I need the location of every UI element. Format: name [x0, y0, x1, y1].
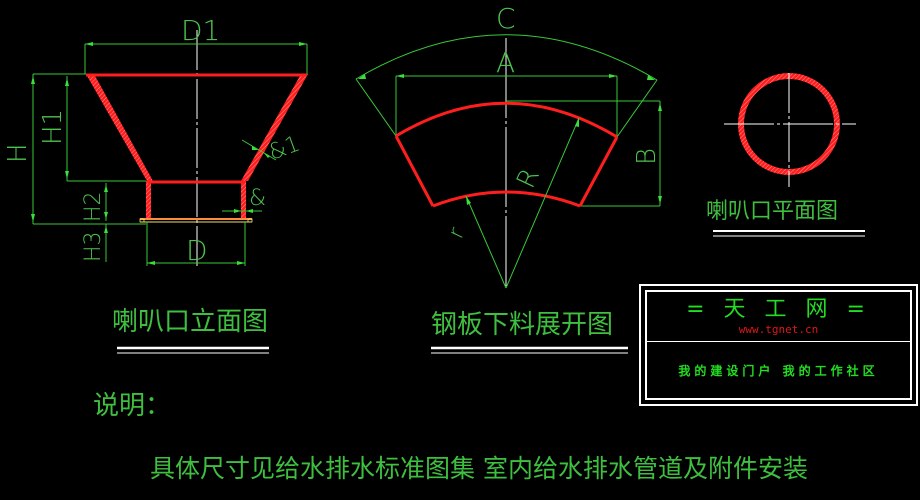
dim-C: C: [496, 2, 516, 35]
dim-thickness: &: [249, 186, 266, 211]
arc-C: [355, 34, 658, 81]
elevation-view: D1 H H1 H2 H3 D &1: [3, 14, 308, 268]
neck-wall-left: [146, 181, 151, 220]
development-title: 钢板下料展开图: [431, 310, 613, 340]
notes-label: 说明：: [93, 391, 171, 421]
outer-arc: [395, 101, 618, 139]
neck-wall-right: [241, 181, 246, 220]
notes-text: 具体尺寸见给水排水标准图集 室内给水排水管道及附件安装: [150, 454, 808, 483]
dim-H1: H1: [38, 109, 68, 145]
plan-title: 喇叭口平面图: [706, 199, 838, 224]
inner-arc: [432, 190, 581, 208]
dim-R: R: [511, 164, 546, 193]
logo-slogan: 我的建设门户 我的工作社区: [678, 364, 879, 378]
dim-A: A: [496, 46, 515, 79]
logo-url[interactable]: www.tgnet.cn: [738, 323, 819, 336]
dim-D: D: [186, 234, 208, 267]
cone-wall-left: [86, 74, 153, 181]
logo-block: = 天 工 网 = www.tgnet.cn 我的建设门户 我的工作社区: [639, 284, 918, 406]
dim-r: r: [444, 223, 471, 243]
dim-H3: H3: [81, 231, 106, 262]
dim-D1: D1: [181, 14, 220, 47]
plan-view: [724, 73, 856, 187]
dim-H2: H2: [81, 191, 106, 222]
elevation-title: 喇叭口立面图: [112, 307, 268, 337]
development-view: C A B R r: [355, 2, 662, 289]
dim-B: B: [632, 148, 662, 165]
logo-title: = 天 工 网 =: [686, 297, 871, 322]
dim-H: H: [3, 143, 33, 163]
cone-wall-right: [241, 74, 308, 181]
